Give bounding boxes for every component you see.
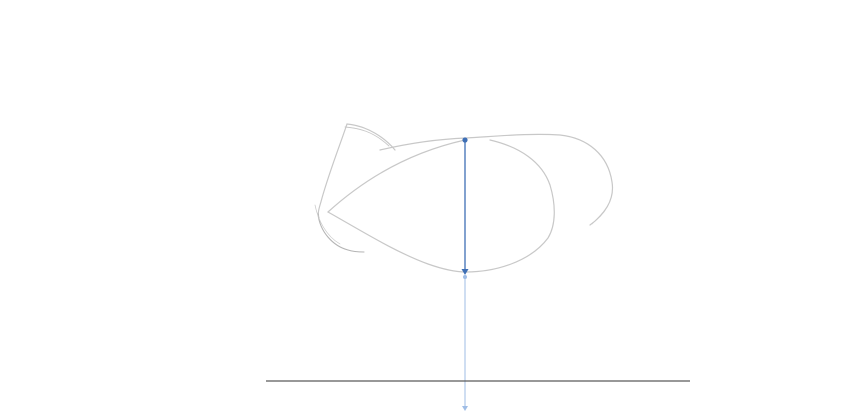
sketch-faint-stroke-2 (591, 204, 609, 225)
sketch-chevron (326, 139, 467, 273)
guide-arrow-down-icon (461, 269, 469, 275)
sketch-ear-left-inner (344, 126, 390, 147)
height-measure-guide (461, 137, 469, 411)
sketch-lower-left (317, 213, 365, 253)
guide-mid-marker (463, 275, 467, 279)
sketch-faint-stroke (314, 204, 341, 245)
sketch-ear-left (317, 123, 396, 219)
sketch-body-right (465, 139, 555, 273)
guide-top-handle (462, 137, 468, 143)
sketch-top-outline (379, 133, 614, 226)
sketch-strokes (314, 123, 614, 273)
guide-arrow-end-icon (462, 406, 468, 411)
